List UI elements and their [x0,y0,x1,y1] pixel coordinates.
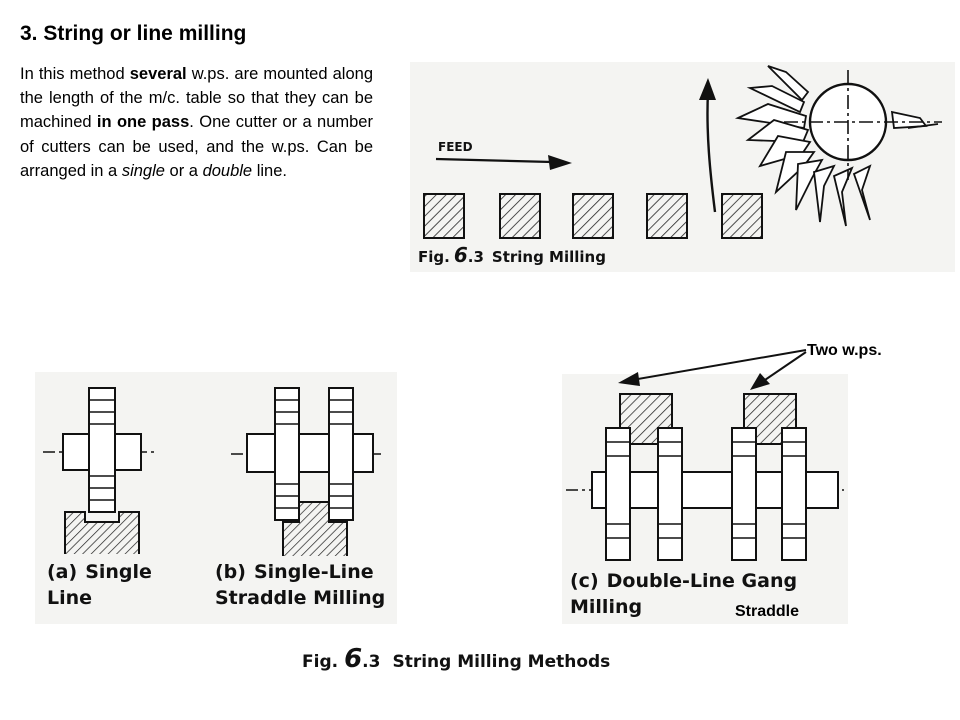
workpiece-2 [499,193,541,239]
arrow-to-right-workpiece-icon [750,351,807,390]
single-line-figures: (a)Single Line (b)Single-Line Straddle M… [35,372,397,624]
description-paragraph: In this method several w.ps. are mounted… [20,62,373,183]
milling-cutter-icon [734,65,942,227]
workpiece-row [423,193,763,239]
workpiece-5 [721,193,763,239]
para-text-1: In this method [20,65,130,83]
para-text-4: or a [164,161,203,180]
single-line-assembly [43,387,155,554]
para-italic-single: single [121,161,165,180]
straddle-label: Straddle [735,603,800,620]
two-workpieces-label: Two w.ps. [807,342,882,359]
workpiece-4 [646,193,688,239]
para-text-3: . One cutter or a number of cutters can … [20,113,373,180]
para-text-5: line. [252,161,287,180]
para-text-2: w.ps. are mounted along the length of th… [20,65,373,132]
label-c-line1: (c)Double-Line Gang [570,570,797,592]
workpiece-3 [572,193,614,239]
arrow-to-left-workpiece-icon [618,349,807,386]
string-milling-drawing: FEED [418,65,942,267]
feed-label: FEED [438,140,473,154]
para-italic-double: double [202,161,253,180]
para-bold-several: several [129,65,187,83]
string-milling-figure: FEED [410,62,955,272]
single-line-drawing: (a)Single Line (b)Single-Line Straddle M… [43,387,385,609]
rotation-arrow-icon [699,78,717,213]
section-heading: 3. String or line milling [20,22,247,45]
label-c-line2: Milling [570,596,642,618]
double-line-figure: (c)Double-Line Gang Milling [562,374,848,624]
label-b-line1: (b)Single-Line [215,561,374,583]
workpiece-1 [423,193,465,239]
label-b-line2: Straddle Milling [215,587,385,609]
double-line-drawing: (c)Double-Line Gang Milling [566,393,844,618]
label-a-line1: (a)Single [47,561,152,583]
feed-arrow-icon [435,155,572,170]
annotation-arrows [618,349,807,390]
para-bold-one-pass: in one pass [96,113,190,132]
straddle-assembly [231,387,383,556]
label-a-line2: Line [47,587,92,609]
